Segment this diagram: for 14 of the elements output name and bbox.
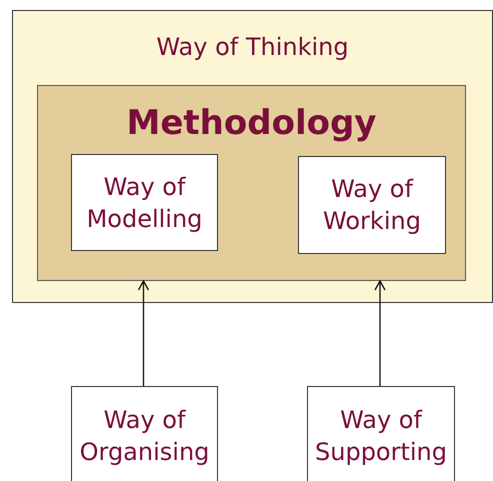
process-box (298, 156, 446, 254)
arrow (138, 280, 150, 386)
group-box (37, 85, 466, 281)
process-box (71, 154, 218, 251)
arrow (374, 280, 386, 386)
node-label: Methodology (126, 102, 378, 145)
process-box (71, 386, 218, 481)
node-label: Way of Organising (78, 405, 210, 468)
outer-frame (12, 10, 493, 303)
node-label: Way of Supporting (314, 405, 448, 468)
node-label: Way of Working (322, 174, 422, 237)
node-label: Way of Modelling (86, 172, 204, 234)
node-label: Way of Thinking (155, 32, 350, 63)
process-box (307, 386, 455, 481)
